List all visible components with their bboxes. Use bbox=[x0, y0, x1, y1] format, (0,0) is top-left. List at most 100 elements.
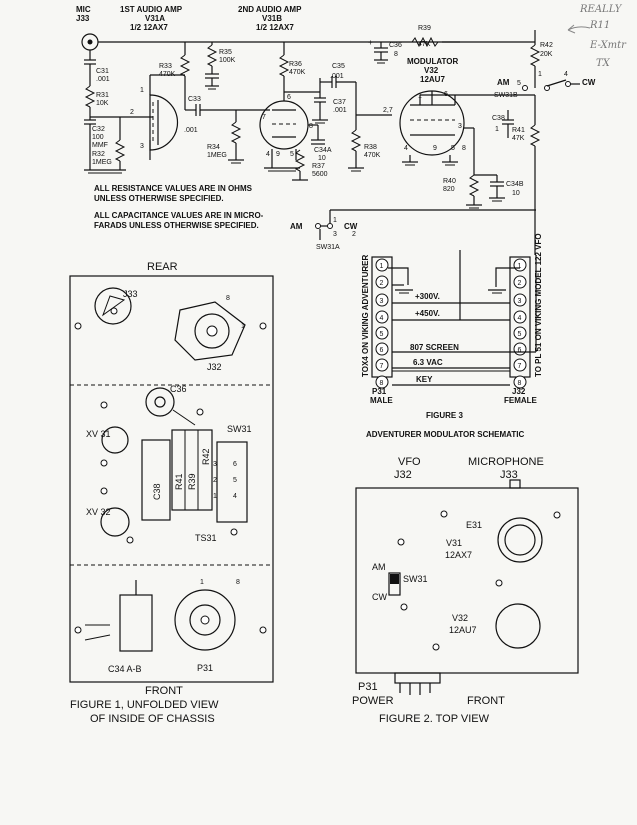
terminal-number: 5 bbox=[380, 331, 384, 338]
v31a-tube bbox=[149, 94, 179, 151]
svg-text:5: 5 bbox=[290, 151, 294, 158]
wire-450v: +450V. bbox=[415, 309, 440, 318]
xv31-socket bbox=[101, 426, 129, 454]
r37-value: 5600 bbox=[312, 171, 328, 178]
svg-text:4: 4 bbox=[404, 145, 408, 152]
terminal-number: 1 bbox=[518, 263, 522, 270]
xv32-socket bbox=[100, 507, 130, 537]
terminal-5 bbox=[513, 326, 527, 340]
fig2-cw-label: CW bbox=[372, 592, 387, 602]
r35-value: 100K bbox=[219, 57, 236, 64]
figure1-chassis-view: REAR J33 8 1 J32 C36 XV 31 XV 32 C38 bbox=[69, 261, 274, 725]
r32-symbol bbox=[114, 139, 126, 162]
fig1-j33-label: J33 bbox=[123, 289, 138, 299]
r41-label: R41 bbox=[512, 127, 525, 134]
fig2-am-label: AM bbox=[372, 562, 386, 572]
c36-value: 8 bbox=[394, 51, 398, 58]
svg-text:TX: TX bbox=[596, 58, 611, 69]
c34b-label: C34B bbox=[506, 181, 524, 188]
terminal-1 bbox=[375, 258, 389, 272]
svg-text:1: 1 bbox=[241, 323, 245, 330]
terminal-number: 8 bbox=[380, 380, 384, 387]
fig1-r39-label: R39 bbox=[187, 473, 197, 490]
svg-text:2: 2 bbox=[352, 231, 356, 238]
svg-text:REALLY: REALLY bbox=[579, 4, 623, 15]
fig1-c36-label: C36 bbox=[170, 384, 187, 394]
terminal-number: 1 bbox=[380, 263, 384, 270]
svg-text:4: 4 bbox=[564, 71, 568, 78]
r35-symbol bbox=[206, 44, 218, 67]
fig1-ts31-label: TS31 bbox=[195, 533, 217, 543]
c31-label: C31 bbox=[96, 68, 109, 75]
sw31b-am: AM bbox=[497, 78, 510, 87]
svg-text:2,7: 2,7 bbox=[383, 107, 393, 114]
c37-label: C37 bbox=[333, 99, 346, 106]
r38-label: R38 bbox=[364, 144, 377, 151]
r42-symbol bbox=[529, 44, 541, 67]
v31b-tube bbox=[259, 100, 309, 150]
r34-value: 1MEG bbox=[207, 152, 227, 159]
v32-label: V32 bbox=[424, 66, 439, 75]
terminal-2 bbox=[375, 275, 389, 289]
handwritten-note: REALLY R11 E-Xmtr TX bbox=[567, 4, 627, 69]
fig1-caption-1: FIGURE 1, UNFOLDED VIEW bbox=[70, 699, 219, 711]
fig2-j33-label: J33 bbox=[500, 469, 518, 481]
svg-text:5: 5 bbox=[517, 80, 521, 87]
terminal-number: 3 bbox=[380, 298, 384, 305]
fig2-v31-type: 12AX7 bbox=[445, 550, 472, 560]
c32-label: C32 bbox=[92, 126, 105, 133]
sw31a-am: AM bbox=[290, 222, 303, 231]
figure2-top-view: VFO J32 MICROPHONE J33 E31 V31 12AX7 V32… bbox=[352, 456, 579, 725]
terminal-number: 3 bbox=[518, 298, 522, 305]
r38-value: 470K bbox=[364, 152, 381, 159]
wire-807-screen: 807 SCREEN bbox=[410, 343, 459, 352]
v31b-label: V31B bbox=[262, 14, 282, 23]
fig2-j32-label: J32 bbox=[394, 469, 412, 481]
p31-label: P31 bbox=[372, 387, 387, 396]
fig2-e31-label: E31 bbox=[466, 520, 482, 530]
svg-text:3: 3 bbox=[213, 461, 217, 468]
terminal-number: 2 bbox=[380, 280, 384, 287]
c31-value: .001 bbox=[96, 76, 110, 83]
ts31-board bbox=[171, 429, 213, 511]
stage1-title: 1ST AUDIO AMP bbox=[120, 5, 183, 14]
fig2-caption: FIGURE 2. TOP VIEW bbox=[379, 713, 490, 725]
svg-text:8: 8 bbox=[226, 295, 230, 302]
terminal-number: 5 bbox=[518, 331, 522, 338]
sw31b-label: SW31B bbox=[494, 92, 518, 99]
terminal-2 bbox=[513, 275, 527, 289]
r33-label: R33 bbox=[159, 63, 172, 70]
sw31a-cw: CW bbox=[344, 222, 358, 231]
r34-label: R34 bbox=[207, 144, 220, 151]
terminal-number: 8 bbox=[518, 380, 522, 387]
terminal-number: 6 bbox=[380, 347, 384, 354]
v32-tube-top bbox=[495, 603, 541, 649]
c36-label: C36 bbox=[389, 42, 402, 49]
svg-text:E-Xmtr: E-Xmtr bbox=[589, 40, 627, 51]
terminal-3 bbox=[513, 293, 527, 307]
fig1-r41-label: R41 bbox=[174, 473, 184, 490]
figure3-cable-diagram: TOX4 ON VIKING ADVENTURER TO PL 51 ON VI… bbox=[361, 233, 543, 439]
r32-label: R32 bbox=[92, 151, 105, 158]
j32-side-label: TO PL 51 ON VIKING MODEL 122 VFO bbox=[534, 233, 543, 377]
note-capacitance-1: ALL CAPACITANCE VALUES ARE IN MICRO- bbox=[94, 211, 264, 220]
j33-socket bbox=[94, 287, 132, 325]
fig2-chassis-outline bbox=[355, 487, 579, 674]
r31-symbol bbox=[84, 85, 96, 108]
chassis-outline bbox=[69, 275, 274, 683]
svg-text:1: 1 bbox=[140, 87, 144, 94]
r40-symbol bbox=[468, 174, 480, 197]
svg-text:2: 2 bbox=[213, 477, 217, 484]
v32-type: 12AU7 bbox=[420, 75, 445, 84]
svg-text:5: 5 bbox=[451, 145, 455, 152]
terminal-6 bbox=[375, 342, 389, 356]
svg-text:2: 2 bbox=[130, 109, 134, 116]
terminal-number: 4 bbox=[380, 315, 384, 322]
svg-text:3: 3 bbox=[458, 123, 462, 130]
fig1-r42-label: R42 bbox=[201, 448, 211, 465]
v31a-label: V31A bbox=[145, 14, 165, 23]
fig1-c34-label: C34 A-B bbox=[108, 664, 142, 674]
sw31b-cw: CW bbox=[582, 78, 596, 87]
svg-text:3: 3 bbox=[140, 143, 144, 150]
